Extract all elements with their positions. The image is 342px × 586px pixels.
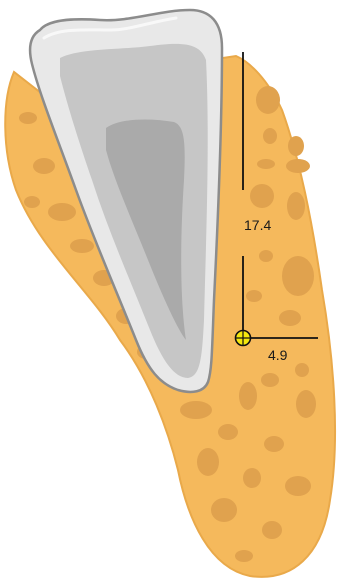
bone-cavity: [296, 390, 316, 418]
bone-cavity: [19, 112, 37, 124]
bone-cavity: [180, 401, 212, 419]
bone-cavity: [261, 373, 279, 387]
bone-cavity: [197, 448, 219, 476]
bone-cavity: [287, 192, 305, 220]
bone-cavity: [243, 468, 261, 488]
bone-cavity: [262, 521, 282, 539]
bone-cavity: [218, 424, 238, 440]
bone-cavity: [285, 476, 311, 496]
bone-cavity: [48, 203, 76, 221]
bone-cavity: [257, 159, 275, 169]
bone-cavity: [286, 159, 310, 173]
bone-cavity: [235, 550, 253, 562]
crosshair-circle-icon: [236, 331, 251, 346]
bone-cavity: [279, 310, 301, 326]
width-measure-label: 4.9: [268, 347, 288, 363]
bone-cavity: [288, 136, 304, 156]
bone-cavity: [211, 498, 237, 522]
bone-cavity: [246, 290, 262, 302]
bone-cavity: [263, 128, 277, 144]
bone-cavity: [256, 86, 280, 114]
bone-cavity: [259, 250, 273, 262]
bone-cavity: [282, 256, 314, 296]
bone-cavity: [250, 184, 274, 208]
bone-cavity: [70, 239, 94, 253]
bone-cavity: [33, 158, 55, 174]
bone-cavity: [24, 196, 40, 208]
bone-cavity: [264, 436, 284, 452]
bone-cavity: [295, 363, 309, 377]
bone-cavity: [239, 382, 257, 410]
height-measure-label: 17.4: [244, 217, 271, 233]
